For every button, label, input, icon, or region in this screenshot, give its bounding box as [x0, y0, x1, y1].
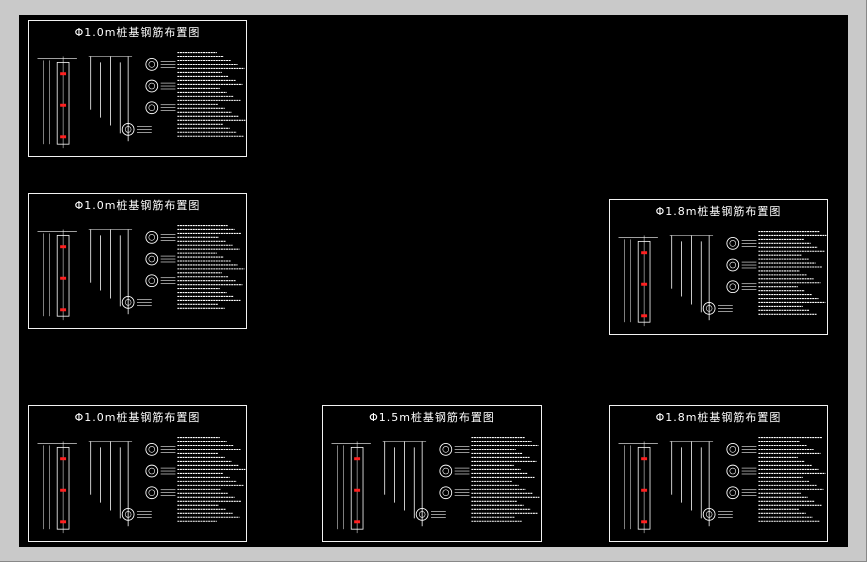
sheet-title: Φ1.8m桩基钢筋布置图: [655, 205, 782, 218]
drawing-sheet-6[interactable]: Φ1.8m桩基钢筋布置图: [609, 405, 828, 542]
pile-rebar-drawing: [37, 224, 245, 321]
sheet-title: Φ1.0m桩基钢筋布置图: [74, 26, 201, 39]
drawing-sheet-1[interactable]: Φ1.0m桩基钢筋布置图: [28, 20, 247, 157]
sheet-title: Φ1.0m桩基钢筋布置图: [74, 411, 201, 424]
sheet-title: Φ1.8m桩基钢筋布置图: [655, 411, 782, 424]
horizontal-scrollbar[interactable]: [19, 549, 848, 560]
sheet-title: Φ1.0m桩基钢筋布置图: [74, 199, 201, 212]
drawing-sheet-4[interactable]: Φ1.0m桩基钢筋布置图: [28, 405, 247, 542]
pile-rebar-drawing: [37, 51, 246, 149]
drawing-sheet-2[interactable]: Φ1.0m桩基钢筋布置图: [28, 193, 247, 329]
pile-rebar-drawing: [331, 436, 540, 534]
pile-rebar-drawing: [618, 230, 827, 327]
pile-rebar-drawing: [618, 436, 826, 534]
drawing-sheet-5[interactable]: Φ1.5m桩基钢筋布置图: [322, 405, 542, 542]
sheet-title: Φ1.5m桩基钢筋布置图: [369, 411, 495, 424]
drawing-sheet-3[interactable]: Φ1.8m桩基钢筋布置图: [609, 199, 828, 335]
vertical-scrollbar[interactable]: [850, 15, 865, 547]
pile-rebar-drawing: [37, 436, 246, 534]
drawing-canvas[interactable]: Φ1.0m桩基钢筋布置图 Φ1.0m桩基钢筋布置图 Φ1.8m桩基钢筋布置图 Φ…: [19, 15, 848, 547]
